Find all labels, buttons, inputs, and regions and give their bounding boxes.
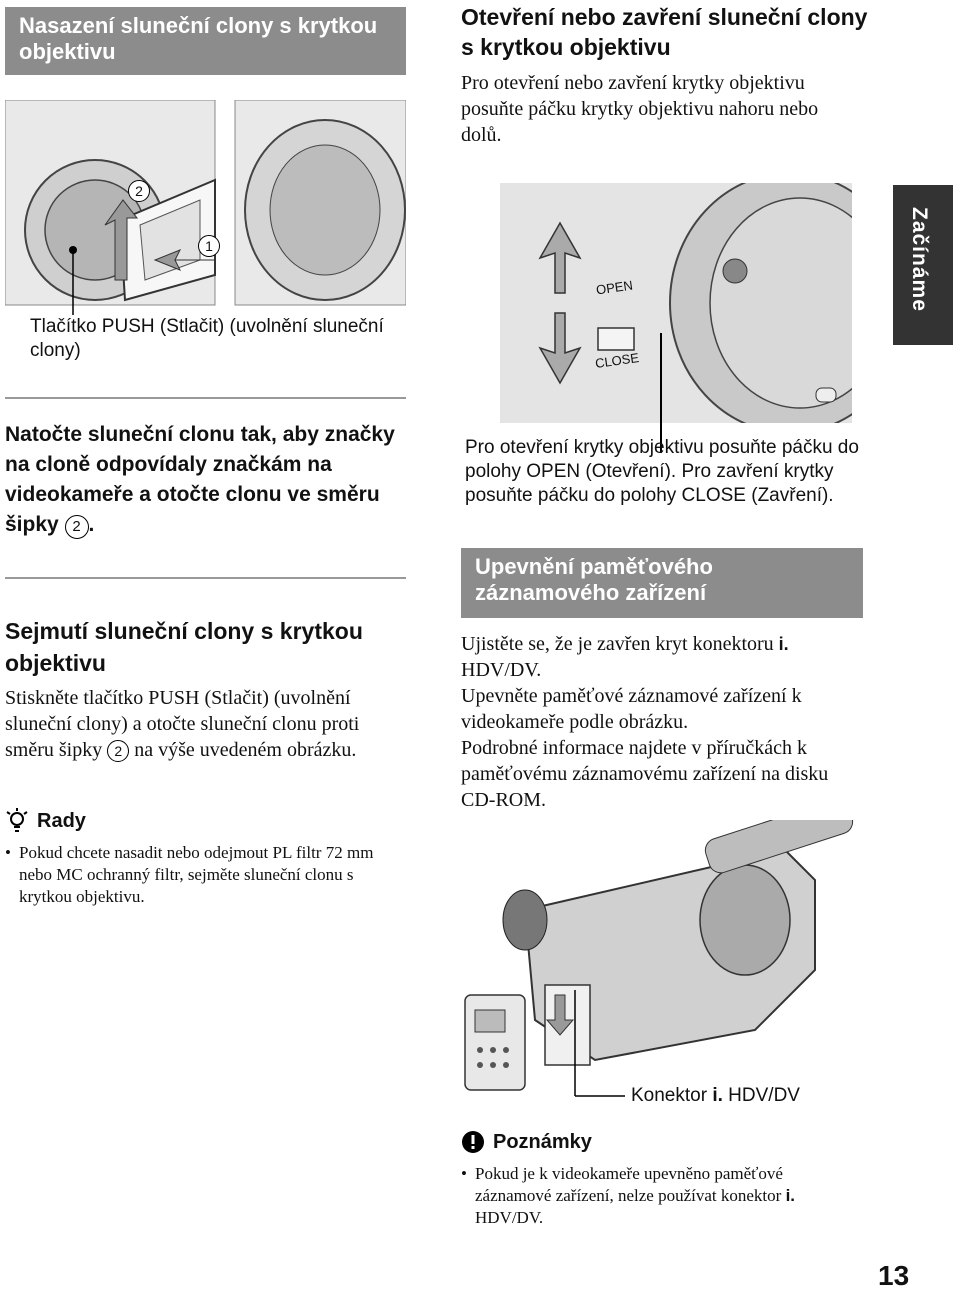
illustration-lever: OPEN CLOSE — [500, 172, 911, 453]
notes-title: Poznámky — [493, 1130, 592, 1153]
section-title-attach-hood: Nasazení sluneční clony s krytkou objekt… — [5, 7, 406, 75]
connector-label-a: Konektor — [631, 1085, 708, 1106]
section-title-remove-hood: Sejmutí sluneční clony s krytkou objekti… — [5, 618, 363, 676]
push-button-callout: Tlačítko PUSH (Stlačit) (uvolnění sluneč… — [30, 316, 384, 361]
step-text: Natočte sluneční clonu tak, aby značky n… — [5, 423, 395, 536]
recorder-paragraph-3: Podrobné informace najdete v příručkách … — [461, 737, 829, 811]
lever-drawing — [500, 172, 911, 434]
recorder-p1-text: Ujistěte se, že je zavřen kryt konektoru — [461, 633, 774, 655]
tip-text: Pokud chcete nasadit nebo odejmout PL fi… — [19, 843, 374, 906]
step-instruction: Natočte sluneční clonu tak, aby značky n… — [5, 420, 405, 540]
lightbulb-icon — [6, 808, 28, 832]
connector-label-b: HDV/DV — [728, 1085, 800, 1106]
ilink-icon: i. — [785, 1186, 796, 1205]
section-title-attach-recorder: Upevnění paměťového záznamového zařízení — [461, 548, 863, 618]
tip-item: •Pokud chcete nasadit nebo odejmout PL f… — [5, 842, 405, 908]
note-item: • Pokud je k videokameře upevněno paměťo… — [461, 1163, 851, 1229]
step-marker: 2 — [64, 515, 89, 539]
divider — [5, 577, 406, 579]
tips-heading: Rady — [5, 808, 86, 834]
note-text-b: HDV/DV. — [475, 1208, 544, 1227]
hood-attach-drawing — [4, 99, 407, 315]
warning-icon — [462, 1131, 484, 1153]
remove-hood-text-a: Stiskněte tlačítko PUSH (Stlačit) (uvoln… — [5, 687, 360, 761]
open-close-text: Pro otevření nebo zavření krytky objekti… — [461, 72, 819, 146]
remove-hood-text: Stiskněte tlačítko PUSH (Stlačit) (uvoln… — [5, 685, 405, 763]
callout-line — [660, 333, 662, 453]
side-tab-label: Začínáme — [908, 207, 931, 312]
lever-callout: Pro otevření krytky objektivu posuňte pá… — [465, 437, 859, 506]
section-title-open-close: Otevření nebo zavření sluneční clony s k… — [461, 4, 868, 60]
recorder-paragraph-2: Upevněte paměťové záznamové zařízení k v… — [461, 685, 802, 733]
remove-hood-text-b: na výše uvedeném obrázku. — [134, 739, 357, 761]
camcorder-drawing — [464, 798, 854, 1097]
note-text: Pokud je k videokameře upevněno paměťové… — [475, 1163, 851, 1229]
note-text-a: Pokud je k videokameře upevněno paměťové… — [475, 1164, 783, 1205]
illustration-camcorder: Konektor i. HDV/DV — [455, 798, 860, 1110]
marker-2: 2 — [128, 180, 150, 202]
recorder-p1-text-b: HDV/DV. — [461, 659, 542, 681]
divider — [5, 397, 406, 399]
marker-1: 1 — [198, 235, 220, 257]
ilink-icon: i. — [712, 1085, 723, 1106]
page-number: 13 — [878, 1260, 910, 1291]
notes-heading: Poznámky — [461, 1130, 592, 1154]
recorder-paragraph-1: Ujistěte se, že je zavřen kryt konektoru… — [461, 631, 861, 683]
remove-marker: 2 — [107, 740, 130, 762]
connector-callout: Konektor i. HDV/DV — [631, 1084, 800, 1108]
side-tab: Začínáme — [893, 185, 953, 345]
tips-title: Rady — [37, 809, 86, 832]
illustration-hood-attach: 2 1 Tlačítko PUSH (Stlačit) (uvolnění sl… — [4, 99, 407, 375]
attach-recorder-text: Ujistěte se, že je zavřen kryt konektoru… — [461, 631, 861, 813]
ilink-icon: i. — [778, 634, 789, 654]
